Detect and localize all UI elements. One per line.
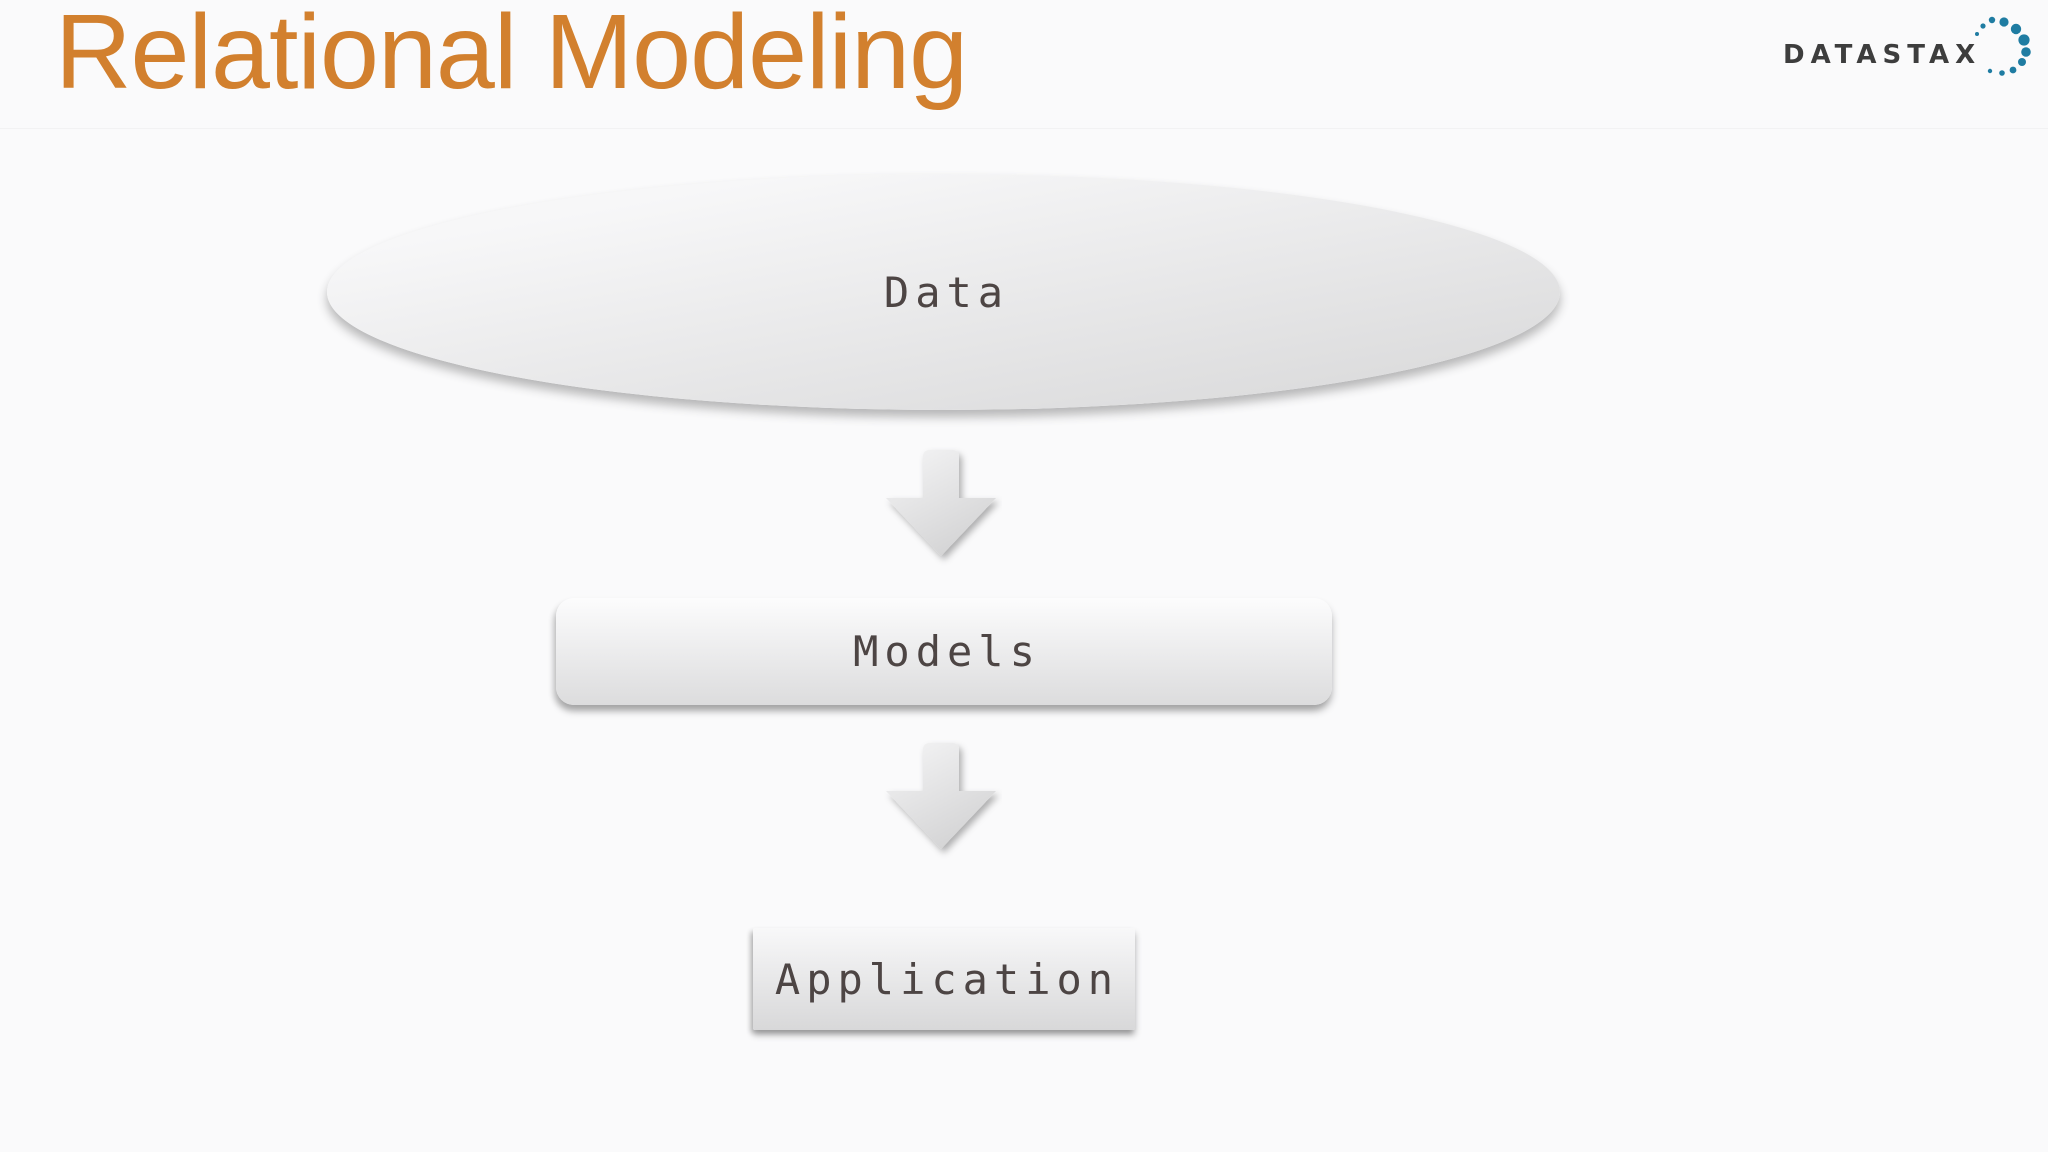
page-title: Relational Modeling (55, 0, 968, 111)
node-models: Models (556, 598, 1332, 705)
down-arrow-icon (886, 743, 996, 849)
node-data-label: Data (883, 267, 1010, 317)
node-data: Data (327, 174, 1560, 410)
node-application: Application (753, 928, 1135, 1030)
datastax-dots-icon (1975, 16, 2031, 76)
datastax-logo: DATASTAX (1783, 0, 2048, 100)
node-models-label: Models (853, 627, 1041, 676)
datastax-wordmark: DATASTAX (1783, 40, 1982, 70)
header-divider (0, 128, 2048, 129)
down-arrow-icon (886, 450, 996, 556)
node-application-label: Application (774, 954, 1120, 1004)
